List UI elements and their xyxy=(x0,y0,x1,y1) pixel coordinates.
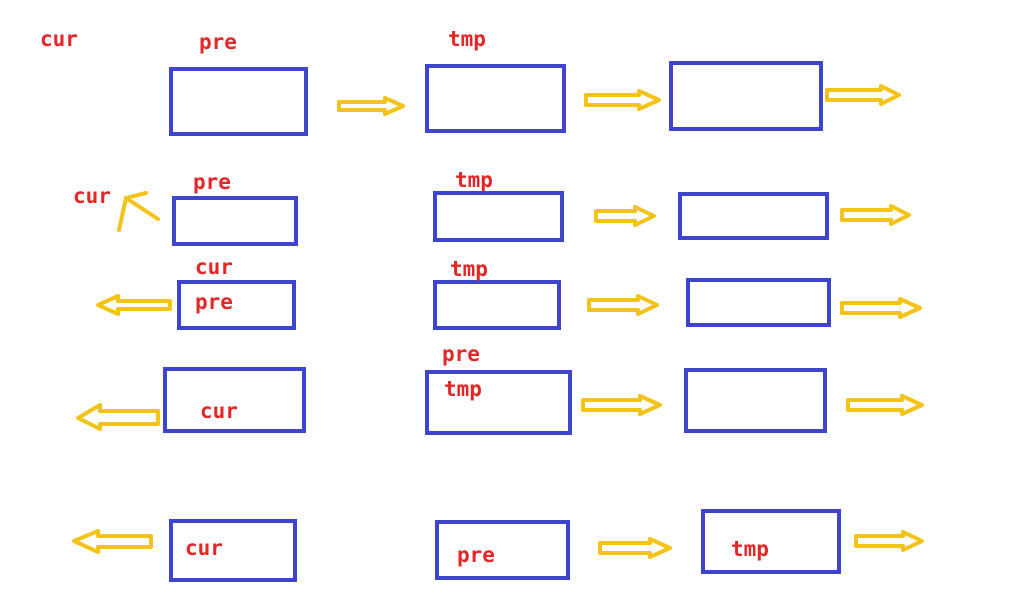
cur-label: cur xyxy=(195,255,233,279)
next-pointer-arrow xyxy=(587,294,659,316)
node-box xyxy=(163,367,306,433)
next-pointer-arrow xyxy=(854,530,924,552)
cur-label: cur xyxy=(40,27,78,51)
next-pointer-arrow xyxy=(846,394,924,416)
next-pointer-arrow xyxy=(584,89,661,111)
pre-label: pre xyxy=(457,543,495,567)
reversed-pointer-arrow xyxy=(72,529,153,554)
pre-label: pre xyxy=(199,30,237,54)
pre-label: pre xyxy=(195,290,233,314)
next-pointer-arrow xyxy=(337,96,405,116)
node-box xyxy=(433,191,564,242)
node-box xyxy=(686,278,831,327)
next-pointer-arrow xyxy=(598,537,672,559)
node-box xyxy=(435,520,570,580)
node-box xyxy=(172,196,298,246)
tmp-label: tmp xyxy=(444,377,482,401)
reversed-pointer-stroke xyxy=(117,191,160,232)
node-box xyxy=(425,370,572,435)
next-pointer-arrow xyxy=(594,205,656,227)
node-box xyxy=(425,64,566,133)
next-pointer-arrow xyxy=(840,204,911,226)
row-4: cur pre tmp xyxy=(76,342,924,435)
row-5: cur pre tmp xyxy=(72,509,924,582)
node-box xyxy=(684,368,827,433)
next-pointer-arrow xyxy=(581,394,662,416)
reversed-pointer-arrow xyxy=(76,403,160,431)
cur-label: cur xyxy=(185,536,223,560)
node-box xyxy=(678,192,829,240)
node-box xyxy=(433,280,561,330)
next-pointer-arrow xyxy=(825,84,901,106)
node-box xyxy=(701,509,841,574)
node-box xyxy=(169,519,297,582)
node-box xyxy=(169,67,308,136)
row-1: cur pre tmp xyxy=(40,27,901,136)
tmp-label: tmp xyxy=(455,168,493,192)
reversed-pointer-arrow xyxy=(96,294,172,316)
row-2: cur pre tmp xyxy=(73,168,911,246)
pre-label: pre xyxy=(442,342,480,366)
tmp-label: tmp xyxy=(448,27,486,51)
node-box xyxy=(177,280,296,330)
tmp-label: tmp xyxy=(731,537,769,561)
next-pointer-arrow xyxy=(840,297,922,319)
cur-label: cur xyxy=(200,399,238,423)
cur-label: cur xyxy=(73,184,111,208)
tmp-label: tmp xyxy=(450,257,488,281)
node-box xyxy=(669,61,823,131)
pre-label: pre xyxy=(193,170,231,194)
row-3: cur pre tmp xyxy=(96,255,922,330)
